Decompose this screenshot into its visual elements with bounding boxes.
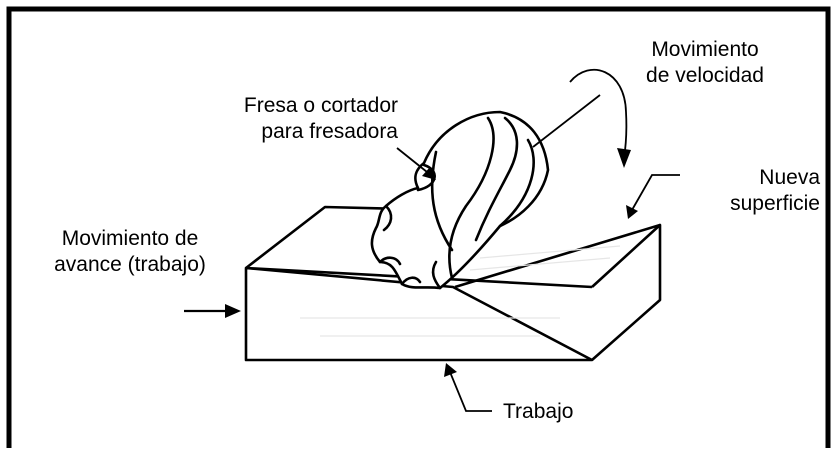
feed-motion-label-line-2: avance (trabajo) bbox=[54, 253, 206, 276]
feed-motion-label-line-1: Movimiento de bbox=[61, 227, 199, 250]
milling-cutter bbox=[370, 110, 550, 290]
new-surface-leader bbox=[626, 174, 680, 219]
work-label: Trabajo bbox=[503, 400, 574, 423]
work-leader bbox=[444, 363, 492, 412]
new-surface-label: Nueva superficie bbox=[672, 165, 820, 217]
new-surface-label-line-2: superficie bbox=[730, 192, 820, 215]
speed-motion-label-line-2: de velocidad bbox=[646, 64, 764, 87]
figure-frame bbox=[6, 6, 831, 448]
cutter-label-line-2: para fresadora bbox=[261, 120, 398, 143]
feed-arrow bbox=[184, 304, 241, 318]
cutter-leader bbox=[396, 147, 436, 180]
speed-motion-label: Movimiento de velocidad bbox=[598, 37, 812, 89]
feed-motion-label: Movimiento de avance (trabajo) bbox=[22, 226, 238, 278]
speed-motion-label-line-1: Movimiento bbox=[651, 38, 759, 61]
new-surface-label-line-1: Nueva bbox=[759, 166, 820, 189]
surface-marks bbox=[300, 245, 621, 337]
rotation-arrow bbox=[569, 68, 631, 168]
new-surface-edge bbox=[454, 223, 661, 289]
arbor-axis-line bbox=[532, 94, 601, 148]
workpiece-right-face bbox=[591, 223, 662, 361]
cutter-label: Fresa o cortador para fresadora bbox=[172, 93, 398, 145]
cutter-label-line-1: Fresa o cortador bbox=[243, 94, 398, 117]
